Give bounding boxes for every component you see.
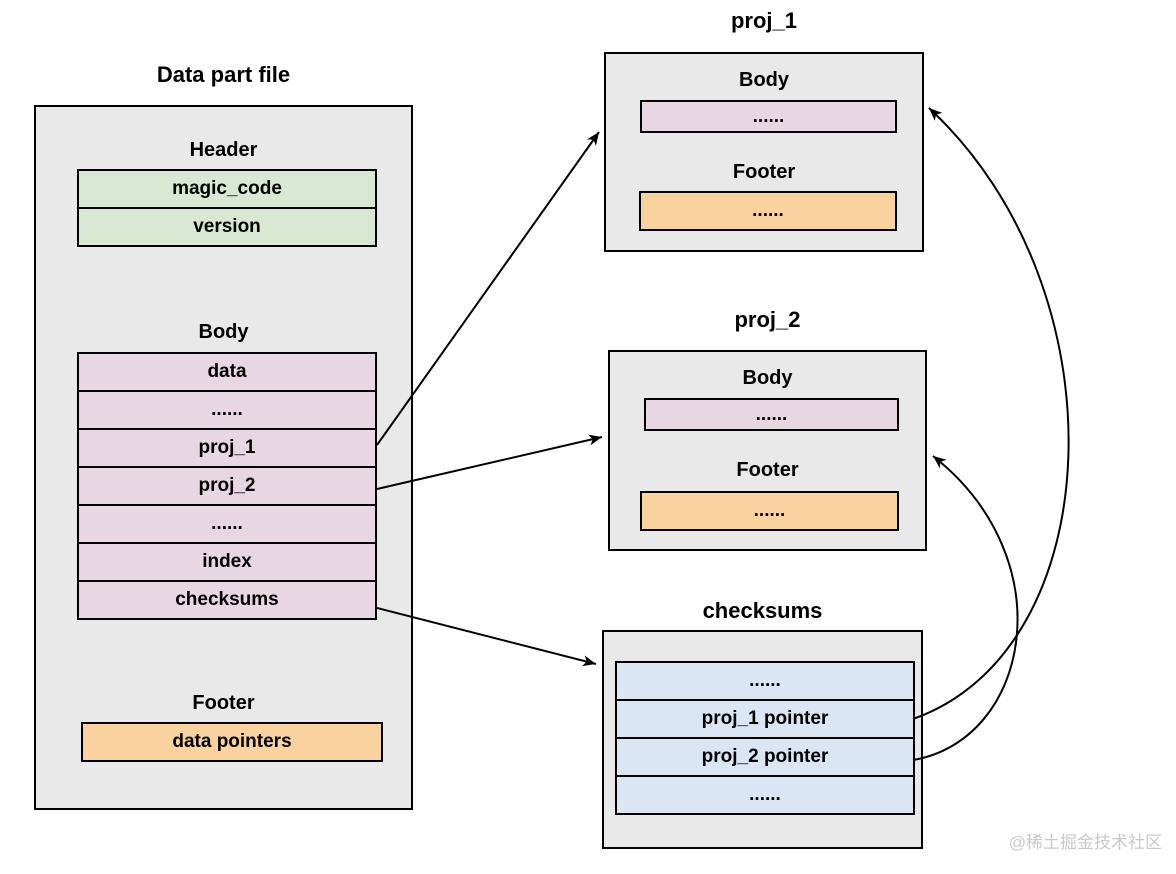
header-row-version: version <box>77 207 377 247</box>
proj-2-body-label: Body <box>742 367 793 389</box>
data-part-file-box: Header magic_code version Body data ....… <box>34 105 413 810</box>
checksums-box: ...... proj_1 pointer proj_2 pointer ...… <box>602 630 923 849</box>
data-part-file-header-rows: magic_code version <box>77 169 377 247</box>
data-part-file-footer-label: Footer <box>192 692 255 714</box>
proj-1-body-label: Body <box>739 69 789 91</box>
proj-1-title: proj_1 <box>730 8 798 33</box>
checksums-row-ellipsis-2: ...... <box>615 775 915 815</box>
data-part-file-body-label: Body <box>198 321 249 343</box>
body-row-proj-2: proj_2 <box>77 466 377 506</box>
proj-1-footer-label: Footer <box>732 161 796 183</box>
header-row-magic-code: magic_code <box>77 169 377 209</box>
data-part-file-title: Data part file <box>156 62 291 87</box>
body-row-proj-1: proj_1 <box>77 428 377 468</box>
data-part-file-header-label: Header <box>189 139 258 161</box>
arrow-proj1-pointer-to-proj1-box <box>912 107 1070 720</box>
body-row-checksums: checksums <box>77 580 377 620</box>
proj-2-footer-row: ...... <box>640 491 899 531</box>
checksums-row-proj-1-pointer: proj_1 pointer <box>615 699 915 739</box>
checksums-rows: ...... proj_1 pointer proj_2 pointer ...… <box>615 661 915 815</box>
proj-1-footer-row: ...... <box>639 191 897 231</box>
checksums-title: checksums <box>702 598 823 623</box>
body-row-data: data <box>77 352 377 392</box>
data-part-file-body-rows: data ...... proj_1 proj_2 ...... index c… <box>77 352 377 620</box>
proj-2-footer-label: Footer <box>736 459 799 481</box>
body-row-ellipsis-2: ...... <box>77 504 377 544</box>
checksums-row-proj-2-pointer: proj_2 pointer <box>615 737 915 777</box>
watermark: @稀土掘金技术社区 <box>1008 833 1162 852</box>
body-row-index: index <box>77 542 377 582</box>
footer-row-data-pointers: data pointers <box>81 722 383 762</box>
checksums-row-ellipsis-1: ...... <box>615 661 915 701</box>
proj-2-title: proj_2 <box>734 307 801 332</box>
body-row-ellipsis-1: ...... <box>77 390 377 430</box>
proj-2-box: Body ...... Footer ...... <box>608 350 927 551</box>
arrow-proj2-pointer-to-proj2-box <box>912 455 1019 761</box>
proj-1-box: Body ...... Footer ...... <box>604 52 924 252</box>
proj-2-body-row: ...... <box>644 398 899 431</box>
proj-1-body-row: ...... <box>640 100 897 133</box>
